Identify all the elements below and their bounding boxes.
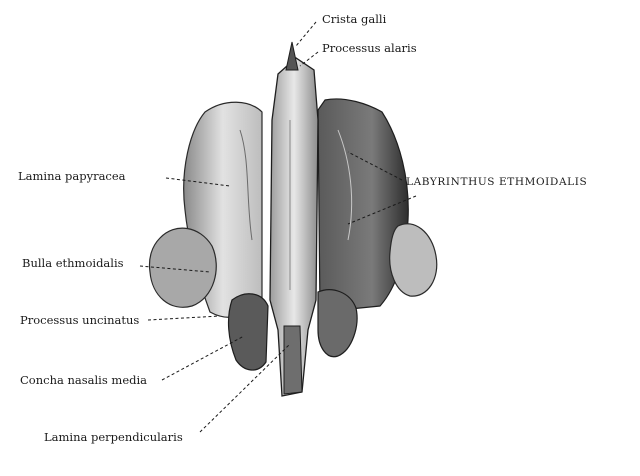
label-bulla-ethmoidalis: Bulla ethmoidalis	[22, 256, 124, 270]
crista-galli-shape	[285, 41, 299, 71]
leader-crista-galli	[295, 21, 317, 47]
leader-processus-alaris	[299, 51, 319, 67]
label-processus-uncinatus: Processus uncinatus	[20, 313, 140, 327]
right-bulla-lobe	[389, 223, 438, 297]
right-labyrinth	[317, 98, 409, 313]
left-bulla-lobe	[148, 227, 217, 308]
label-lamina-papyracea: Lamina papyracea	[18, 169, 126, 183]
leader-lines	[139, 21, 417, 433]
left-concha	[227, 293, 269, 371]
leader-uncinatus	[147, 315, 221, 321]
leader-lamina-perpendicularis	[199, 343, 291, 433]
label-processus-alaris: Processus alaris	[322, 41, 417, 55]
label-crista-galli: Crista galli	[322, 12, 387, 26]
label-lamina-perpendicularis: Lamina perpendicularis	[44, 430, 183, 444]
perpendicular-plate-lower	[283, 325, 303, 395]
leader-labyrinthus-2	[347, 195, 417, 225]
leader-bulla	[139, 265, 211, 273]
central-plate	[269, 57, 319, 397]
label-concha-nasalis-media: Concha nasalis media	[20, 373, 148, 387]
right-concha	[317, 289, 358, 358]
label-labyrinthus-ethmoidalis: LABYRINTHUS ETHMOIDALIS	[406, 176, 588, 188]
leader-labyrinthus-1	[347, 151, 403, 181]
leader-concha	[161, 335, 245, 381]
